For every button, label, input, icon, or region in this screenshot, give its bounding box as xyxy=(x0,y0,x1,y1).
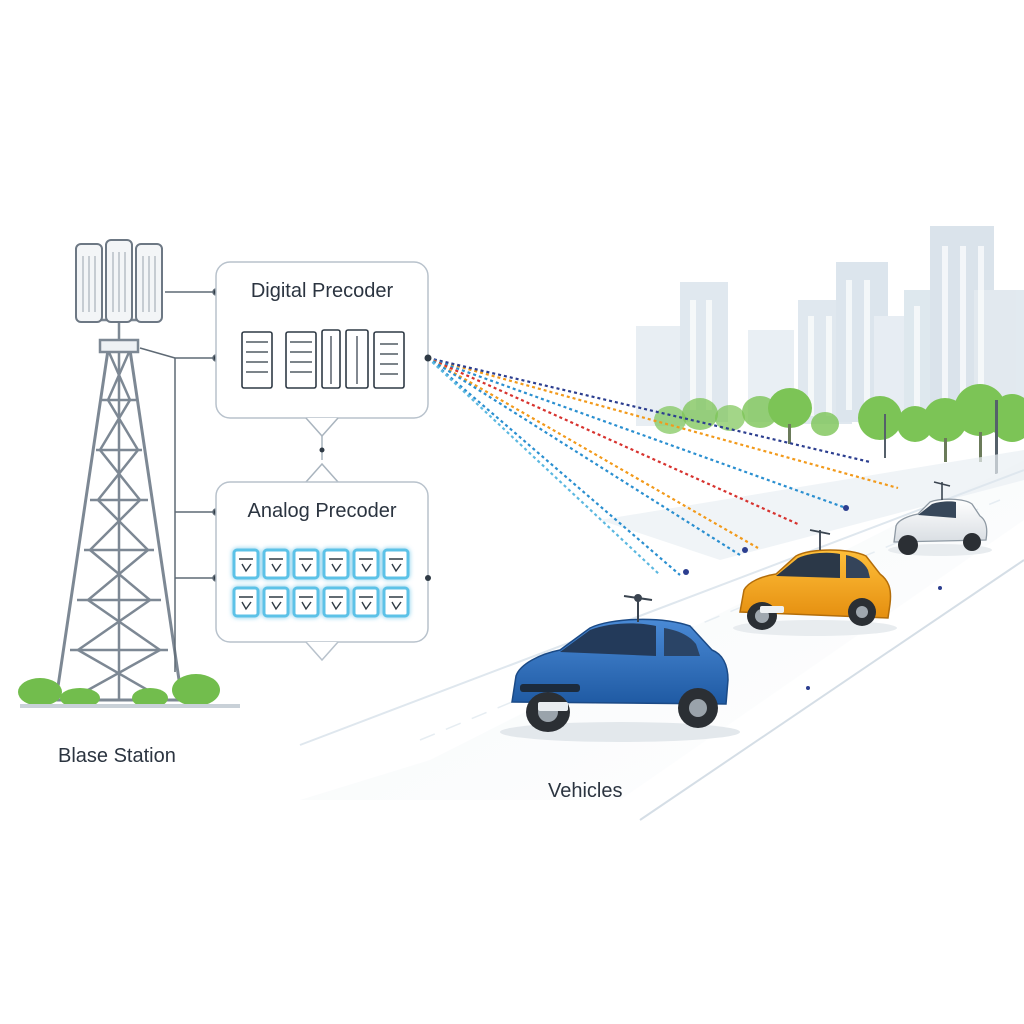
analog-cell-symbol xyxy=(389,596,403,611)
analog-cell xyxy=(292,586,320,618)
analog-cell xyxy=(382,548,410,580)
analog-cell-symbol xyxy=(299,558,313,573)
analog-cell-symbol xyxy=(359,596,373,611)
analog-cell-symbol xyxy=(329,558,343,573)
vehicle-yellow xyxy=(733,529,897,636)
analog-precoder-box xyxy=(215,481,431,662)
base-station-label: Blase Station xyxy=(58,745,176,767)
analog-cell-symbol xyxy=(269,596,283,611)
analog-cell xyxy=(292,548,320,580)
analog-cell-symbol xyxy=(239,596,253,611)
vehicles-label: Vehicles xyxy=(548,780,623,802)
analog-cell xyxy=(232,586,260,618)
analog-precoder-title: Analog Precoder xyxy=(247,500,397,522)
beam-lines xyxy=(427,356,899,576)
analog-cell-symbol xyxy=(299,596,313,611)
tower-connectors xyxy=(139,288,220,672)
analog-cell xyxy=(232,548,260,580)
digital-module-icon xyxy=(241,329,405,389)
digital-precoder-box xyxy=(215,261,432,419)
analog-cell xyxy=(262,586,290,618)
analog-cell xyxy=(382,586,410,618)
vehicle-white xyxy=(888,481,992,556)
beam-endpoints xyxy=(683,505,942,690)
cell-tower xyxy=(54,318,184,702)
vehicle-blue xyxy=(500,594,740,742)
precoder-link xyxy=(305,417,339,483)
analog-cell xyxy=(352,586,380,618)
analog-cell xyxy=(322,548,350,580)
analog-cell xyxy=(352,548,380,580)
analog-cell-symbol xyxy=(359,558,373,573)
analog-cell-symbol xyxy=(329,596,343,611)
analog-cell-symbol xyxy=(239,558,253,573)
analog-cell-symbol xyxy=(389,558,403,573)
antenna-panel-icon xyxy=(75,239,163,323)
analog-module-icon xyxy=(232,548,410,618)
digital-precoder-title: Digital Precoder xyxy=(250,280,394,302)
tower-base-bushes xyxy=(18,674,240,708)
tree-line xyxy=(654,384,1024,474)
vehicle-antenna-icon xyxy=(623,594,653,622)
analog-cell xyxy=(262,548,290,580)
analog-cell-symbol xyxy=(269,558,283,573)
analog-cell xyxy=(322,586,350,618)
